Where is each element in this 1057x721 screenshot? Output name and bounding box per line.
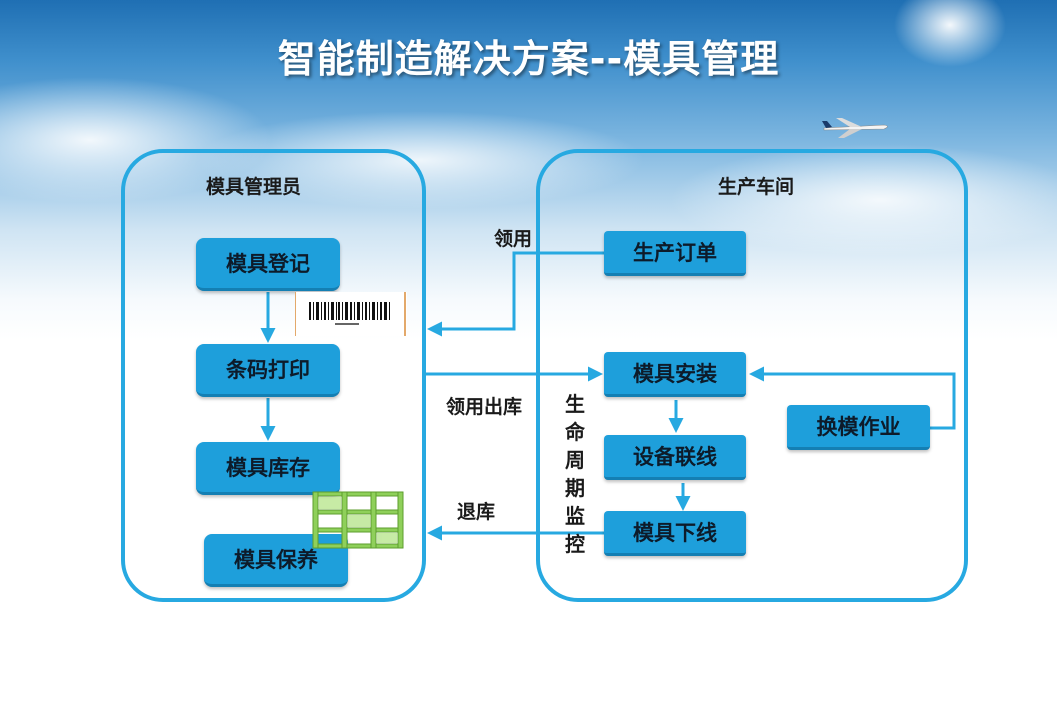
page-title: 智能制造解决方案--模具管理 <box>277 37 780 81</box>
admin-panel-title: 模具管理员 <box>206 176 302 198</box>
admin-panel <box>121 149 426 602</box>
step-production-order: 生产订单 <box>604 231 746 276</box>
lifecycle-char: 控 <box>565 532 585 556</box>
arrow-requisition <box>427 251 604 337</box>
shelf-rack-icon <box>312 491 404 549</box>
label-lifecycle-monitoring: 生 命 周 期 监 控 <box>563 390 587 558</box>
step-mold-stock: 模具库存 <box>196 442 340 495</box>
step-mold-register: 模具登记 <box>196 238 340 291</box>
lifecycle-char: 期 <box>565 476 585 500</box>
step-mold-maintenance: 模具保养 <box>204 534 348 587</box>
arrow-changeover <box>749 366 956 430</box>
label-requisition-out: 领用出库 <box>446 396 523 418</box>
label-return: 退库 <box>457 501 496 523</box>
step-mold-install: 模具安装 <box>604 352 746 397</box>
lifecycle-char: 监 <box>565 504 585 528</box>
label-requisition: 领用 <box>494 228 533 250</box>
step-barcode-print: 条码打印 <box>196 344 340 397</box>
lifecycle-char: 生 <box>565 392 585 416</box>
lifecycle-char: 命 <box>565 420 585 444</box>
step-mold-changeover: 换模作业 <box>787 405 930 450</box>
barcode-icon <box>295 292 407 336</box>
lifecycle-char: 周 <box>565 448 585 472</box>
workshop-panel-title: 生产车间 <box>718 176 795 198</box>
step-mold-offline: 模具下线 <box>604 511 746 556</box>
step-equipment-link: 设备联线 <box>604 435 746 480</box>
airplane-icon <box>822 118 888 138</box>
